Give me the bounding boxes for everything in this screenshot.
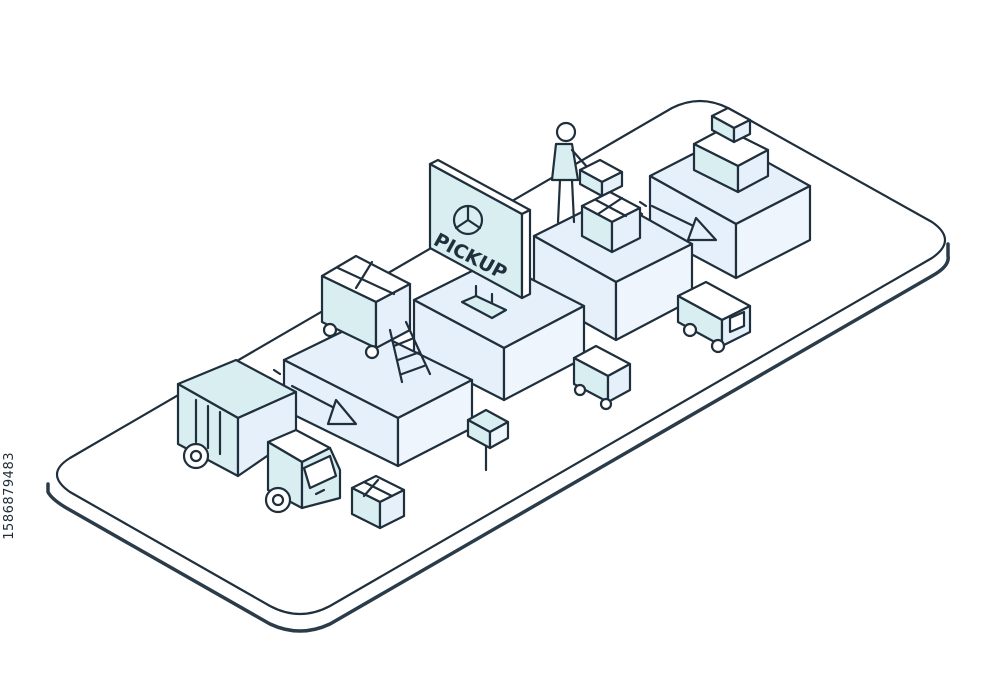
parcel-box-icon [580, 190, 642, 254]
delivery-truck-icon [176, 358, 342, 514]
parcel-box-icon [320, 254, 432, 384]
mailbox-icon [466, 408, 510, 472]
parcel-box-icon [692, 106, 770, 194]
delivery-van-icon [676, 280, 752, 354]
delivery-van-icon [572, 344, 632, 411]
courier-person-icon [550, 121, 590, 224]
parcel-box-icon [350, 474, 406, 530]
direction-arrow-icon [268, 368, 358, 426]
stock-id-label: 1586879483 [2, 452, 17, 540]
